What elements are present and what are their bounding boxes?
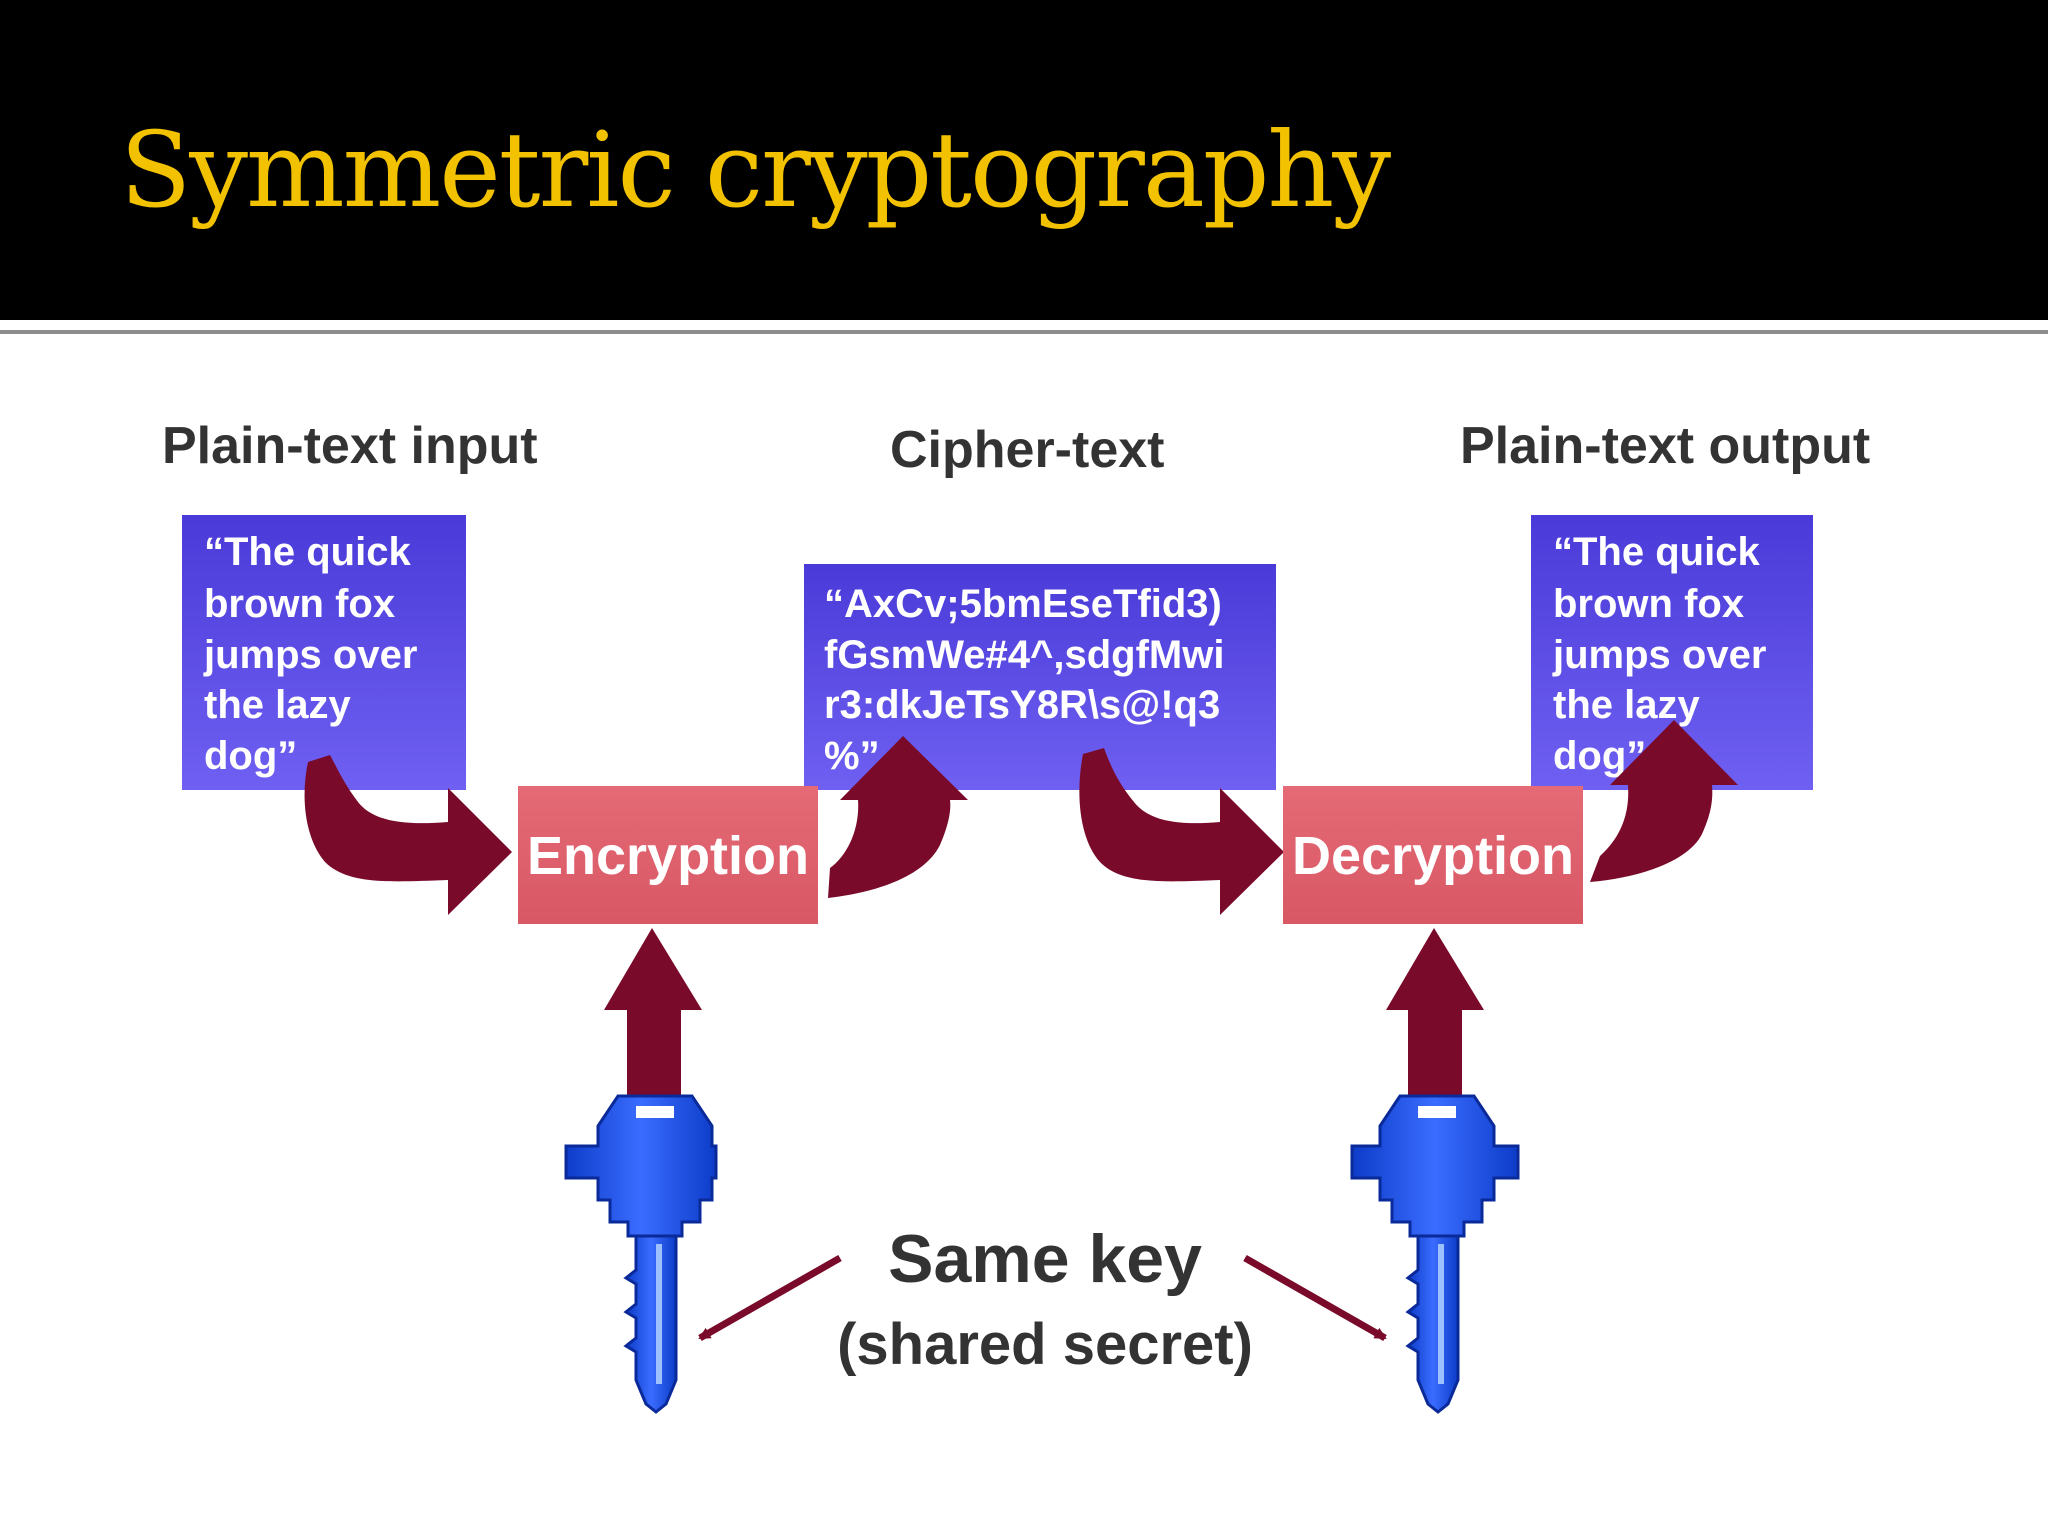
decryption-box (1283, 786, 1583, 924)
header-divider-white (0, 320, 2048, 328)
plaintext-input-text: “The quick brown fox jumps over the lazy… (203, 530, 429, 778)
header-divider-gray (0, 330, 2048, 334)
ciphertext-box (804, 564, 1276, 790)
plaintext-input-label: Plain-text input (162, 417, 538, 475)
arrow-caption-to-left-key (698, 1254, 842, 1342)
ciphertext-label: Cipher-text (890, 421, 1164, 479)
plaintext-input-box (182, 515, 466, 790)
key-icon-left (564, 1094, 718, 1414)
encryption-box (518, 786, 818, 924)
encryption-label: Encryption (527, 826, 809, 886)
plaintext-output-text: “The quick brown fox jumps over the lazy… (1552, 530, 1778, 778)
slide-header (0, 0, 2048, 320)
arrow-decryption-to-output (1590, 720, 1738, 882)
key-icon-right (1350, 1094, 1520, 1414)
arrow-encryption-to-ciphertext (828, 736, 968, 898)
arrow-ciphertext-to-decryption (1079, 748, 1284, 915)
shared-secret-caption: (shared secret) (837, 1312, 1253, 1377)
decryption-label: Decryption (1292, 826, 1574, 886)
arrow-key-to-decryption (1386, 928, 1484, 1095)
plaintext-output-label: Plain-text output (1460, 417, 1870, 475)
slide-title: Symmetric cryptography (120, 109, 1391, 231)
same-key-caption: Same key (888, 1221, 1202, 1297)
ciphertext-text: “AxCv;5bmEseTfid3) fGsmWe#4^,sdgfMwi r3:… (824, 582, 1236, 778)
arrow-input-to-encryption (304, 755, 512, 915)
arrow-key-to-encryption (604, 928, 702, 1095)
arrow-caption-to-right-key (1243, 1254, 1387, 1342)
